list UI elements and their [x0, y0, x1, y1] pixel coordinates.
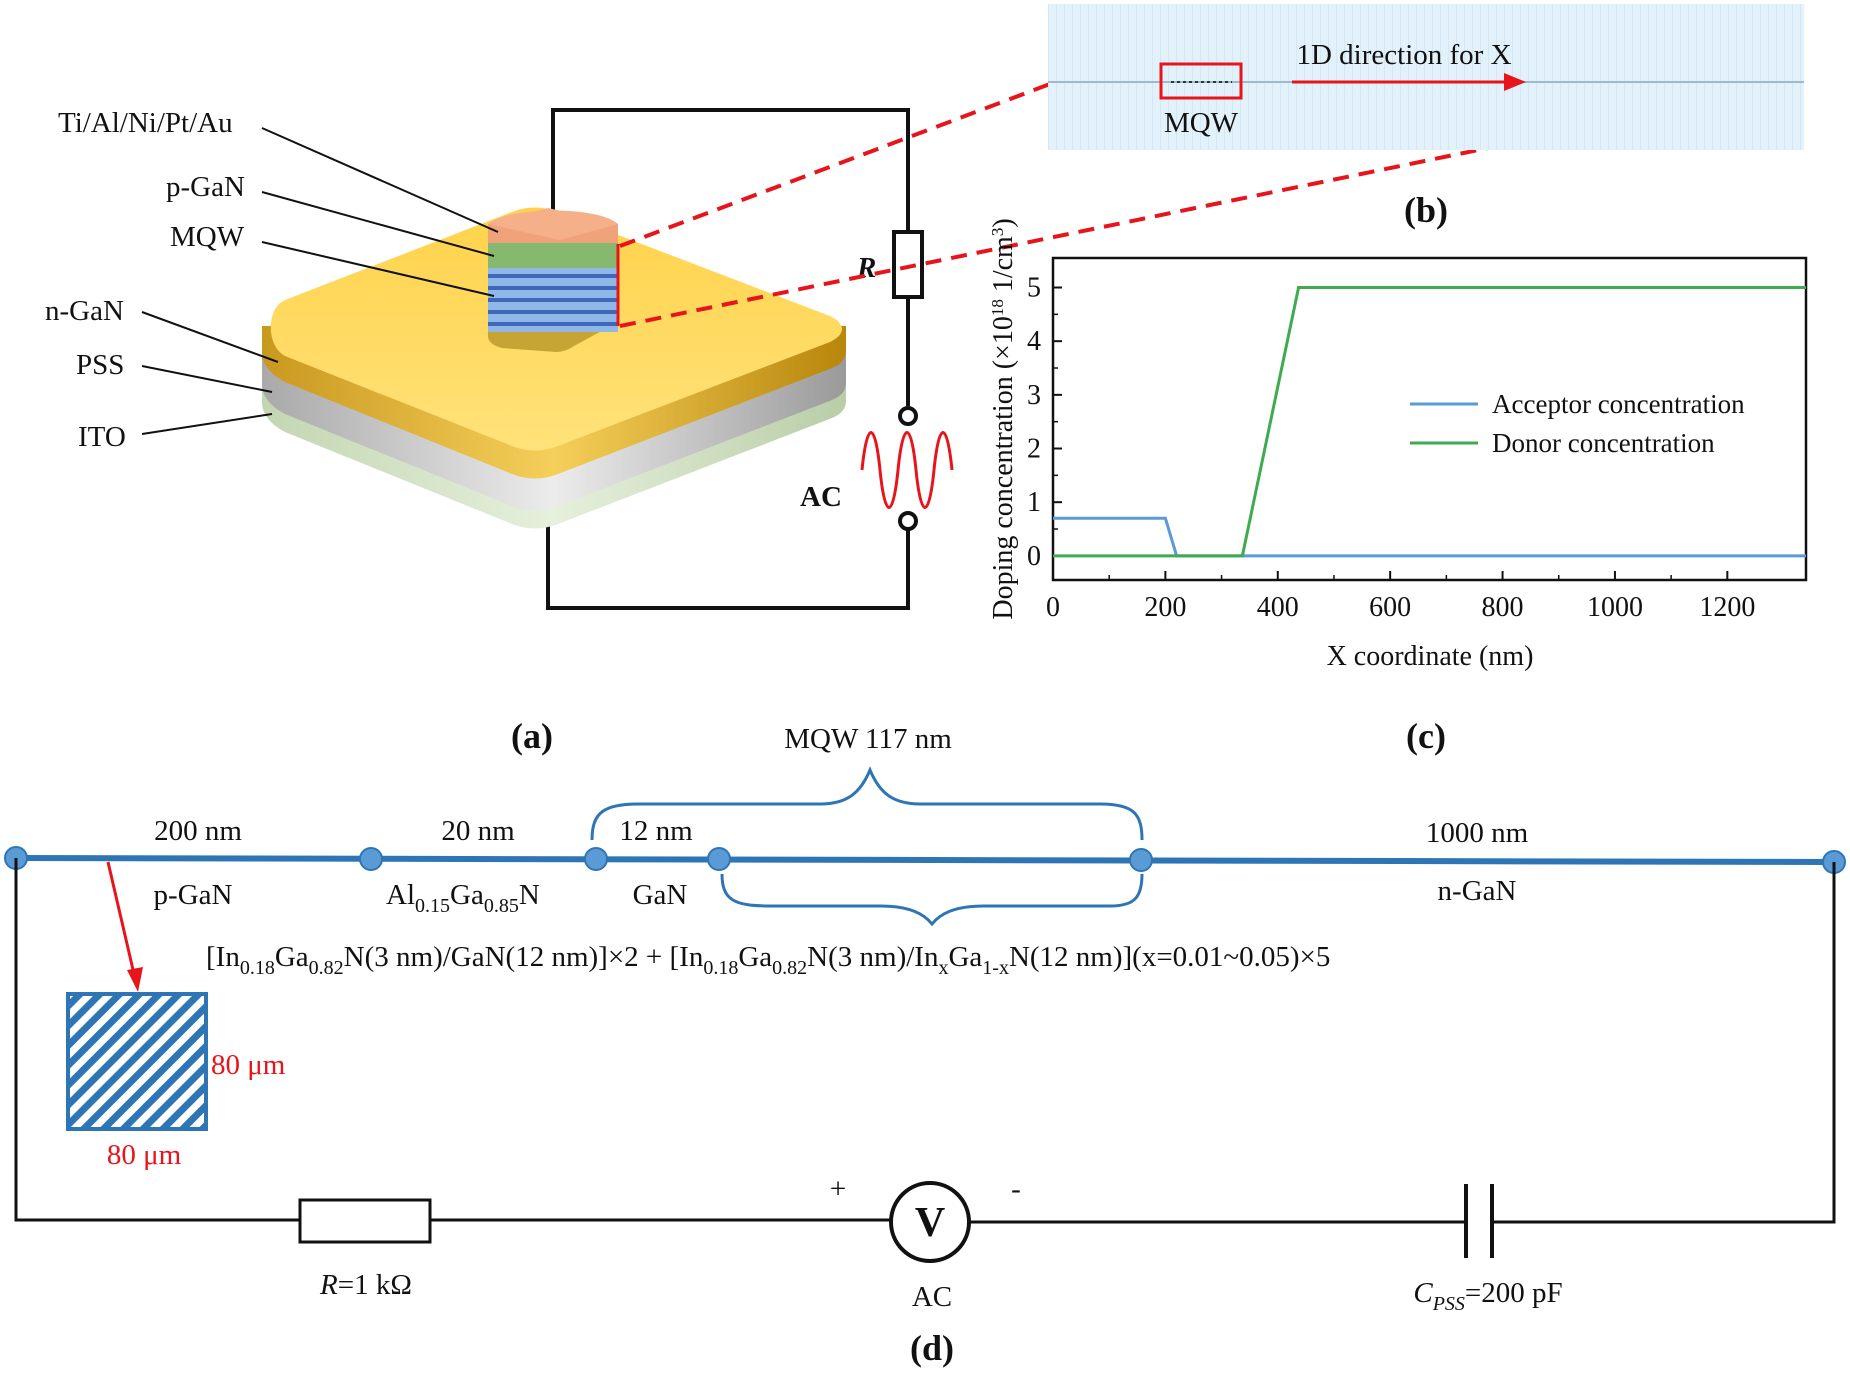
mesa-mqw-lines	[488, 274, 618, 326]
panel-c: 0 200 400 600 800 1000 1200 0 1 2 3 4 5 Acceptor con…	[988, 218, 1808, 756]
structure-line	[15, 855, 1835, 865]
circuit-d-wire-right	[1492, 862, 1836, 1224]
direction-label: 1D direction for X	[1296, 39, 1511, 71]
resistor-label: R	[856, 252, 876, 284]
x-tick-label: 0	[1046, 592, 1060, 623]
resistor-d-label: R=1 kΩ	[319, 1269, 412, 1301]
ac-wave	[860, 431, 954, 509]
layer-label-contact: Ti/Al/Ni/Pt/Au	[58, 107, 233, 139]
mqw-formula: [In0.18Ga0.82N(3 nm)/GaN(12 nm)]×2 + [In…	[206, 941, 1330, 979]
plot-frame	[1051, 256, 1808, 582]
node-4	[1129, 848, 1153, 872]
panel-a: R AC Ti/Al/Ni/Pt/Au	[45, 82, 1801, 756]
y-tick-label: 3	[1027, 380, 1041, 411]
mqw-brace-bottom	[720, 873, 1144, 927]
node-2	[584, 847, 608, 871]
layer-label-mqw: MQW	[170, 221, 245, 253]
y-tick-label: 2	[1027, 434, 1041, 465]
y-tick-label: 0	[1027, 541, 1041, 572]
pad-width-label: 80 μm	[107, 1139, 182, 1171]
mqw-thickness-label: MQW 117 nm	[784, 723, 952, 755]
resistor-symbol	[892, 230, 924, 299]
panel-label-b: (b)	[1404, 190, 1448, 230]
legend-label-acceptor: Acceptor concentration	[1492, 389, 1745, 419]
contact-pad	[66, 992, 208, 1131]
layer-label-pgan: p-GaN	[166, 171, 245, 203]
node-1	[359, 847, 383, 871]
resistor-d	[298, 1198, 432, 1244]
layer-label-pss: PSS	[76, 349, 124, 381]
seg-thickness-gan: 12 nm	[619, 815, 693, 847]
seg-material-pgan: p-GaN	[154, 879, 233, 911]
seg-material-algan: Al0.15Ga0.85N	[386, 879, 540, 917]
panel-d: MQW 117 nm 200 nm p-GaN 20 nm Al0.15Ga0.…	[4, 723, 1846, 1368]
mesa-top-curve	[488, 210, 618, 224]
chart-lines	[1053, 286, 1806, 558]
x-tick-label: 200	[1144, 592, 1186, 623]
series-line-donor	[1053, 286, 1806, 558]
circuit-wire-bottom	[546, 520, 910, 610]
structure-nodes	[4, 846, 1846, 874]
series-line-acceptor	[1053, 516, 1806, 558]
pad-height-label: 80 μm	[211, 1049, 286, 1081]
capacitor-label: CPSS=200 pF	[1413, 1277, 1562, 1315]
mqw-region-label: MQW	[1164, 107, 1239, 139]
x-tick-label: 400	[1257, 592, 1299, 623]
minus-sign: -	[1011, 1173, 1021, 1205]
panel-b: MQW 1D direction for X (b)	[1048, 4, 1804, 230]
mesh-strip	[1048, 4, 1804, 150]
chart-legend: Acceptor concentration Donor concentrati…	[1410, 389, 1745, 458]
y-tick-label: 4	[1027, 326, 1041, 357]
terminal-bottom	[898, 511, 918, 531]
mqw-brace-top	[590, 766, 1144, 841]
seg-thickness-ngan: 1000 nm	[1426, 817, 1529, 849]
y-tick-label: 1	[1027, 487, 1041, 518]
panel-label-a: (a)	[511, 716, 553, 756]
seg-material-gan: GaN	[633, 879, 688, 911]
seg-thickness-algan: 20 nm	[441, 815, 515, 847]
layer-label-ngan: n-GaN	[45, 295, 124, 327]
pad-arrow	[106, 861, 136, 975]
circuit-d-wire-left	[14, 858, 300, 1222]
plus-sign: +	[830, 1173, 846, 1205]
mqw-region-box	[1159, 62, 1243, 100]
source-label: AC	[800, 481, 842, 513]
panel-label-c: (c)	[1406, 716, 1446, 756]
circuit-wire-top	[551, 108, 910, 250]
terminal-top	[898, 406, 918, 426]
node-3	[707, 847, 731, 871]
x-tick-label: 1200	[1699, 592, 1755, 623]
layer-label-ito: ITO	[78, 421, 126, 453]
x-tick-label: 1000	[1587, 592, 1643, 623]
y-axis-title: Doping concentration (×1018 1/cm3)	[988, 218, 1019, 619]
pad-arrowhead	[127, 967, 143, 992]
y-tick-label: 5	[1027, 273, 1041, 304]
seg-material-ngan: n-GaN	[1438, 875, 1517, 907]
voltmeter-label: V	[915, 1200, 945, 1246]
direction-arrowhead	[1504, 73, 1526, 91]
legend-label-donor: Donor concentration	[1492, 428, 1715, 458]
source-d-label: AC	[912, 1281, 952, 1313]
seg-thickness-pgan: 200 nm	[154, 815, 242, 847]
mesa-pgan	[488, 243, 618, 268]
x-tick-label: 800	[1482, 592, 1524, 623]
panel-label-d: (d)	[910, 1328, 954, 1368]
layer-leaders	[141, 127, 499, 435]
x-axis-title: X coordinate (nm)	[1327, 641, 1534, 672]
chart-ticks: 0 200 400 600 800 1000 1200 0 1 2 3 4 5	[1027, 273, 1755, 623]
x-tick-label: 600	[1369, 592, 1411, 623]
